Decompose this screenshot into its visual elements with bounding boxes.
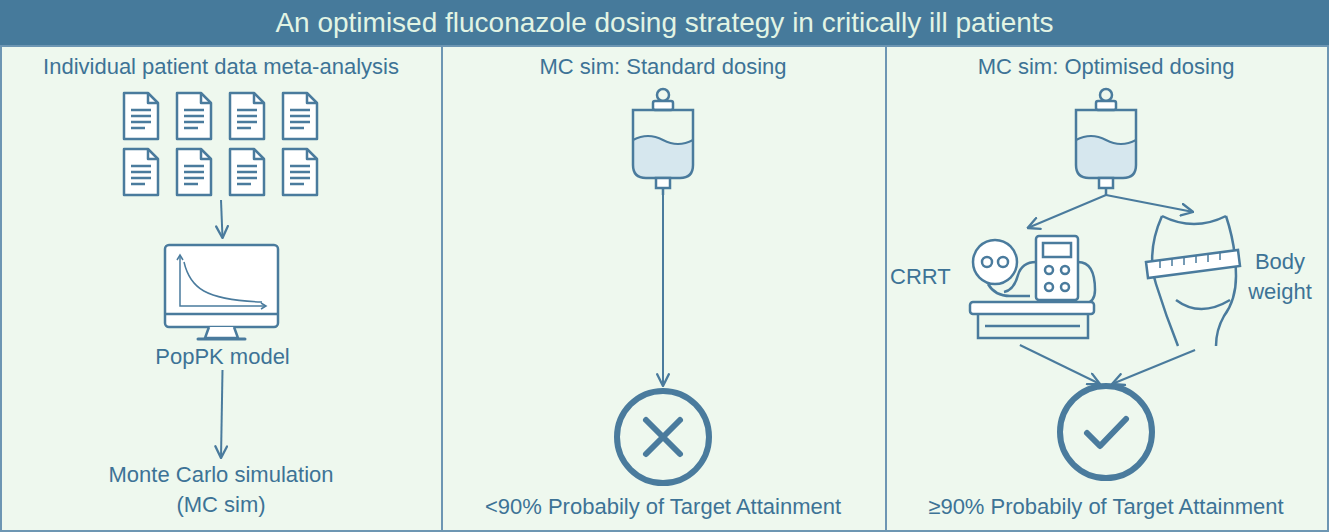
axis-arrows bbox=[177, 255, 266, 309]
node-text: <90% Probabily of Target Attainment bbox=[485, 494, 841, 520]
body-outline bbox=[1216, 216, 1236, 346]
node-box: PopPK model bbox=[151, 238, 294, 370]
tubing bbox=[1004, 262, 1036, 292]
monitor-base bbox=[198, 338, 245, 341]
connector-arrow bbox=[1028, 195, 1106, 228]
node-text: MC sim: Standard dosing bbox=[540, 54, 787, 80]
panel-frame bbox=[1, 46, 1328, 531]
node-box: ≥90% Probabily of Target Attainment bbox=[890, 384, 1322, 520]
concentration-curve bbox=[184, 262, 262, 302]
tubing bbox=[1078, 262, 1095, 304]
connector-arrow bbox=[1106, 195, 1193, 212]
document-icons bbox=[124, 93, 317, 195]
chart-axes bbox=[180, 256, 266, 306]
node-text: MC sim: Optimised dosing bbox=[978, 54, 1235, 80]
dialysis-machine bbox=[1036, 236, 1078, 300]
bed-frame bbox=[978, 314, 1088, 338]
pass-circle bbox=[1060, 386, 1152, 478]
monitor-stand bbox=[205, 327, 238, 338]
node-box: CRRT bbox=[890, 228, 1112, 345]
connector-arrow bbox=[1112, 350, 1195, 384]
tape-ticks bbox=[1160, 253, 1220, 268]
cross-mark bbox=[646, 420, 680, 454]
title-bar bbox=[0, 0, 1329, 46]
bed bbox=[970, 302, 1094, 314]
document-icon bbox=[283, 93, 317, 139]
document-icon bbox=[124, 93, 158, 139]
iv-bag-icon bbox=[1076, 89, 1136, 195]
monitor-screen bbox=[165, 245, 278, 327]
fail-icon bbox=[617, 391, 709, 483]
body-weight-icon bbox=[1146, 216, 1240, 346]
machine-knob bbox=[1045, 283, 1053, 291]
title-text: An optimised fluconazole dosing strategy… bbox=[275, 7, 1053, 39]
node-box: MC sim: Standard dosing bbox=[453, 54, 873, 195]
connector-arrow bbox=[221, 200, 223, 238]
body-outline bbox=[1152, 216, 1178, 346]
node-box: <90% Probabily of Target Attainment bbox=[448, 386, 878, 520]
measuring-tape bbox=[1146, 250, 1240, 278]
document-icon bbox=[177, 149, 211, 195]
node-text: Monte Carlo simulation (MC sim) bbox=[91, 460, 351, 520]
panel-divider bbox=[885, 46, 887, 532]
document-icon bbox=[230, 149, 264, 195]
node-text: ≥90% Probabily of Target Attainment bbox=[928, 494, 1283, 520]
belly-line bbox=[1176, 300, 1230, 309]
node-text: PopPK model bbox=[155, 344, 290, 370]
chest-line bbox=[1162, 216, 1226, 224]
node-box: Body weight bbox=[1138, 212, 1322, 350]
patient-eye bbox=[998, 257, 1008, 267]
pass-icon bbox=[1060, 386, 1152, 478]
machine-knob bbox=[1061, 266, 1069, 274]
node-box: MC sim: Optimised dosing bbox=[896, 54, 1316, 195]
machine-knob bbox=[1045, 266, 1053, 274]
document-icon bbox=[230, 93, 264, 139]
document-icon bbox=[283, 149, 317, 195]
node-text: Individual patient data meta-analysis bbox=[43, 54, 399, 80]
machine-display bbox=[1043, 243, 1071, 257]
node-box: Monte Carlo simulation (MC sim) bbox=[87, 458, 355, 522]
patient-head bbox=[973, 240, 1017, 284]
connector-arrow bbox=[221, 370, 223, 458]
document-icon bbox=[177, 93, 211, 139]
title-area: An optimised fluconazole dosing strategy… bbox=[0, 0, 1329, 46]
crrt-icon bbox=[970, 236, 1095, 338]
bed-rail bbox=[985, 325, 1080, 328]
document-icon bbox=[124, 149, 158, 195]
connector-arrow bbox=[1020, 345, 1100, 384]
node-text: Body weight bbox=[1238, 247, 1322, 307]
patient-eye bbox=[982, 257, 992, 267]
machine-knob bbox=[1061, 283, 1069, 291]
monitor-bezel bbox=[165, 313, 278, 316]
panel-divider bbox=[441, 46, 443, 532]
node-text: CRRT bbox=[890, 264, 951, 290]
fail-circle bbox=[617, 391, 709, 483]
iv-bag-icon bbox=[633, 89, 693, 195]
connector-arrow bbox=[662, 195, 664, 386]
monitor-icon bbox=[165, 245, 278, 339]
check-mark bbox=[1087, 419, 1126, 446]
node-box: Individual patient data meta-analysis bbox=[10, 54, 432, 200]
